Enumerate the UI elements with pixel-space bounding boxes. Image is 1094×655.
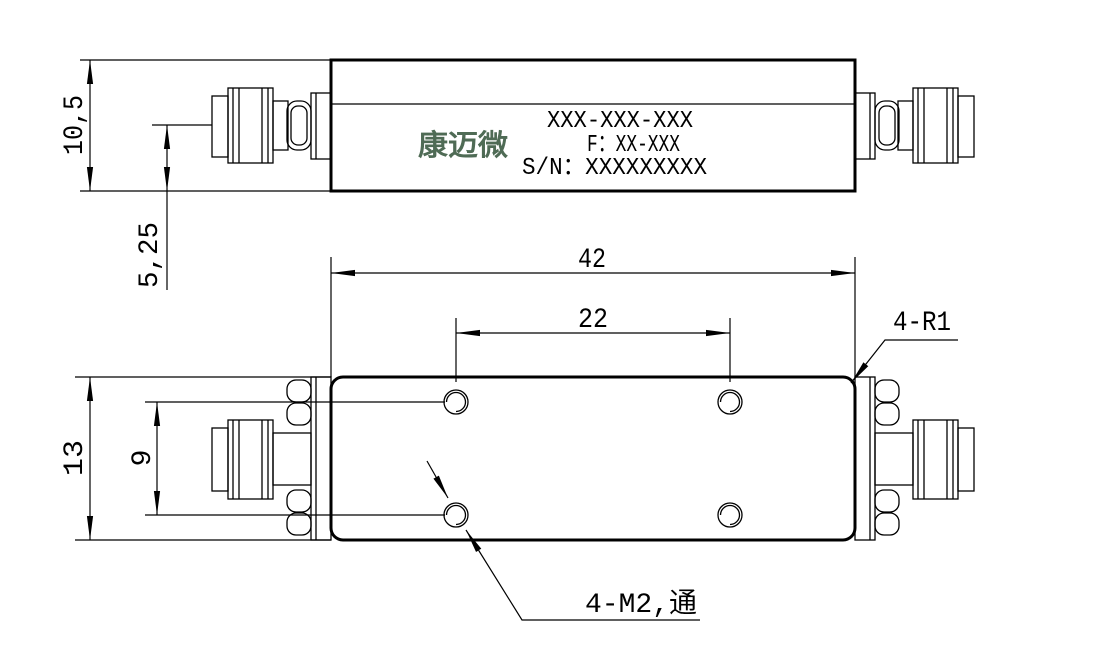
connector-front-ring	[211, 95, 229, 158]
mounting-hole	[443, 502, 469, 528]
dimension-text-width: 13	[60, 440, 91, 476]
leader-line	[465, 529, 700, 621]
dimension-width: 13	[60, 376, 331, 541]
callout-text-mounting-holes: 4-M2,通	[585, 588, 697, 621]
hole-thread-arc	[719, 504, 741, 526]
connector-front-ring	[211, 427, 229, 492]
mounting-hole	[443, 389, 469, 415]
serial-number: S/N：XXXXXXXXX	[522, 155, 707, 182]
hole-outline	[717, 502, 743, 528]
side-view: 康迈微 XXX-XXX-XXX F：XX-XXX S/N：XXXXXXXXX 1…	[60, 58, 975, 290]
connector-neck	[272, 432, 312, 486]
sma-connector-top-right	[854, 376, 975, 541]
hole-thread-arc	[445, 391, 467, 413]
connector-neck	[272, 100, 289, 151]
callout-text-corner-radius: 4-R1	[893, 308, 951, 339]
hole-outline	[443, 502, 469, 528]
brand-logo: 康迈微	[418, 128, 508, 162]
dimension-text-hole-spacing-y: 9	[128, 450, 159, 467]
dimension-length: 42	[330, 245, 856, 377]
callout-mounting-holes: 4-M2,通	[426, 460, 700, 621]
lower-nut-b	[286, 512, 312, 536]
dimension-hole-spacing-y: 9	[128, 401, 445, 516]
leader-line	[426, 460, 449, 499]
hole-thread-arc	[445, 504, 467, 526]
leader-line	[850, 339, 958, 384]
dimension-text-hole-spacing-x: 22	[578, 305, 608, 336]
dimension-center-height: 5,25	[135, 124, 212, 290]
lower-nut-a	[286, 489, 312, 513]
upper-nut-a	[286, 379, 312, 403]
connector-coupling-nut	[227, 87, 274, 164]
hole-outline	[717, 389, 743, 415]
frequency-label: F：XX-XXX	[587, 132, 680, 159]
connector-hex-nut-inner	[290, 105, 308, 146]
sma-connector-side-left	[211, 87, 332, 164]
connector-flange	[310, 92, 332, 160]
hole-thread-arc	[719, 391, 741, 413]
part-number: XXX-XXX-XXX	[547, 108, 693, 135]
upper-nut-b	[286, 402, 312, 426]
dimension-hole-spacing-x: 22	[455, 305, 731, 382]
connector-coupling-nut	[227, 419, 274, 500]
hole-outline	[443, 389, 469, 415]
dimension-text-length: 42	[578, 245, 606, 276]
dimension-text-height: 10,5	[60, 95, 91, 155]
dimension-text-center-height: 5,25	[135, 222, 166, 288]
housing-top	[329, 375, 857, 542]
housing-side	[329, 58, 857, 193]
callout-corner-radius: 4-R1	[850, 308, 958, 384]
mounting-hole	[717, 502, 743, 528]
dimension-height: 10,5	[60, 59, 331, 192]
sma-connector-side-right	[854, 87, 975, 164]
top-view: 42 22 13 9 4-R1	[60, 245, 975, 621]
mounting-hole	[717, 389, 743, 415]
